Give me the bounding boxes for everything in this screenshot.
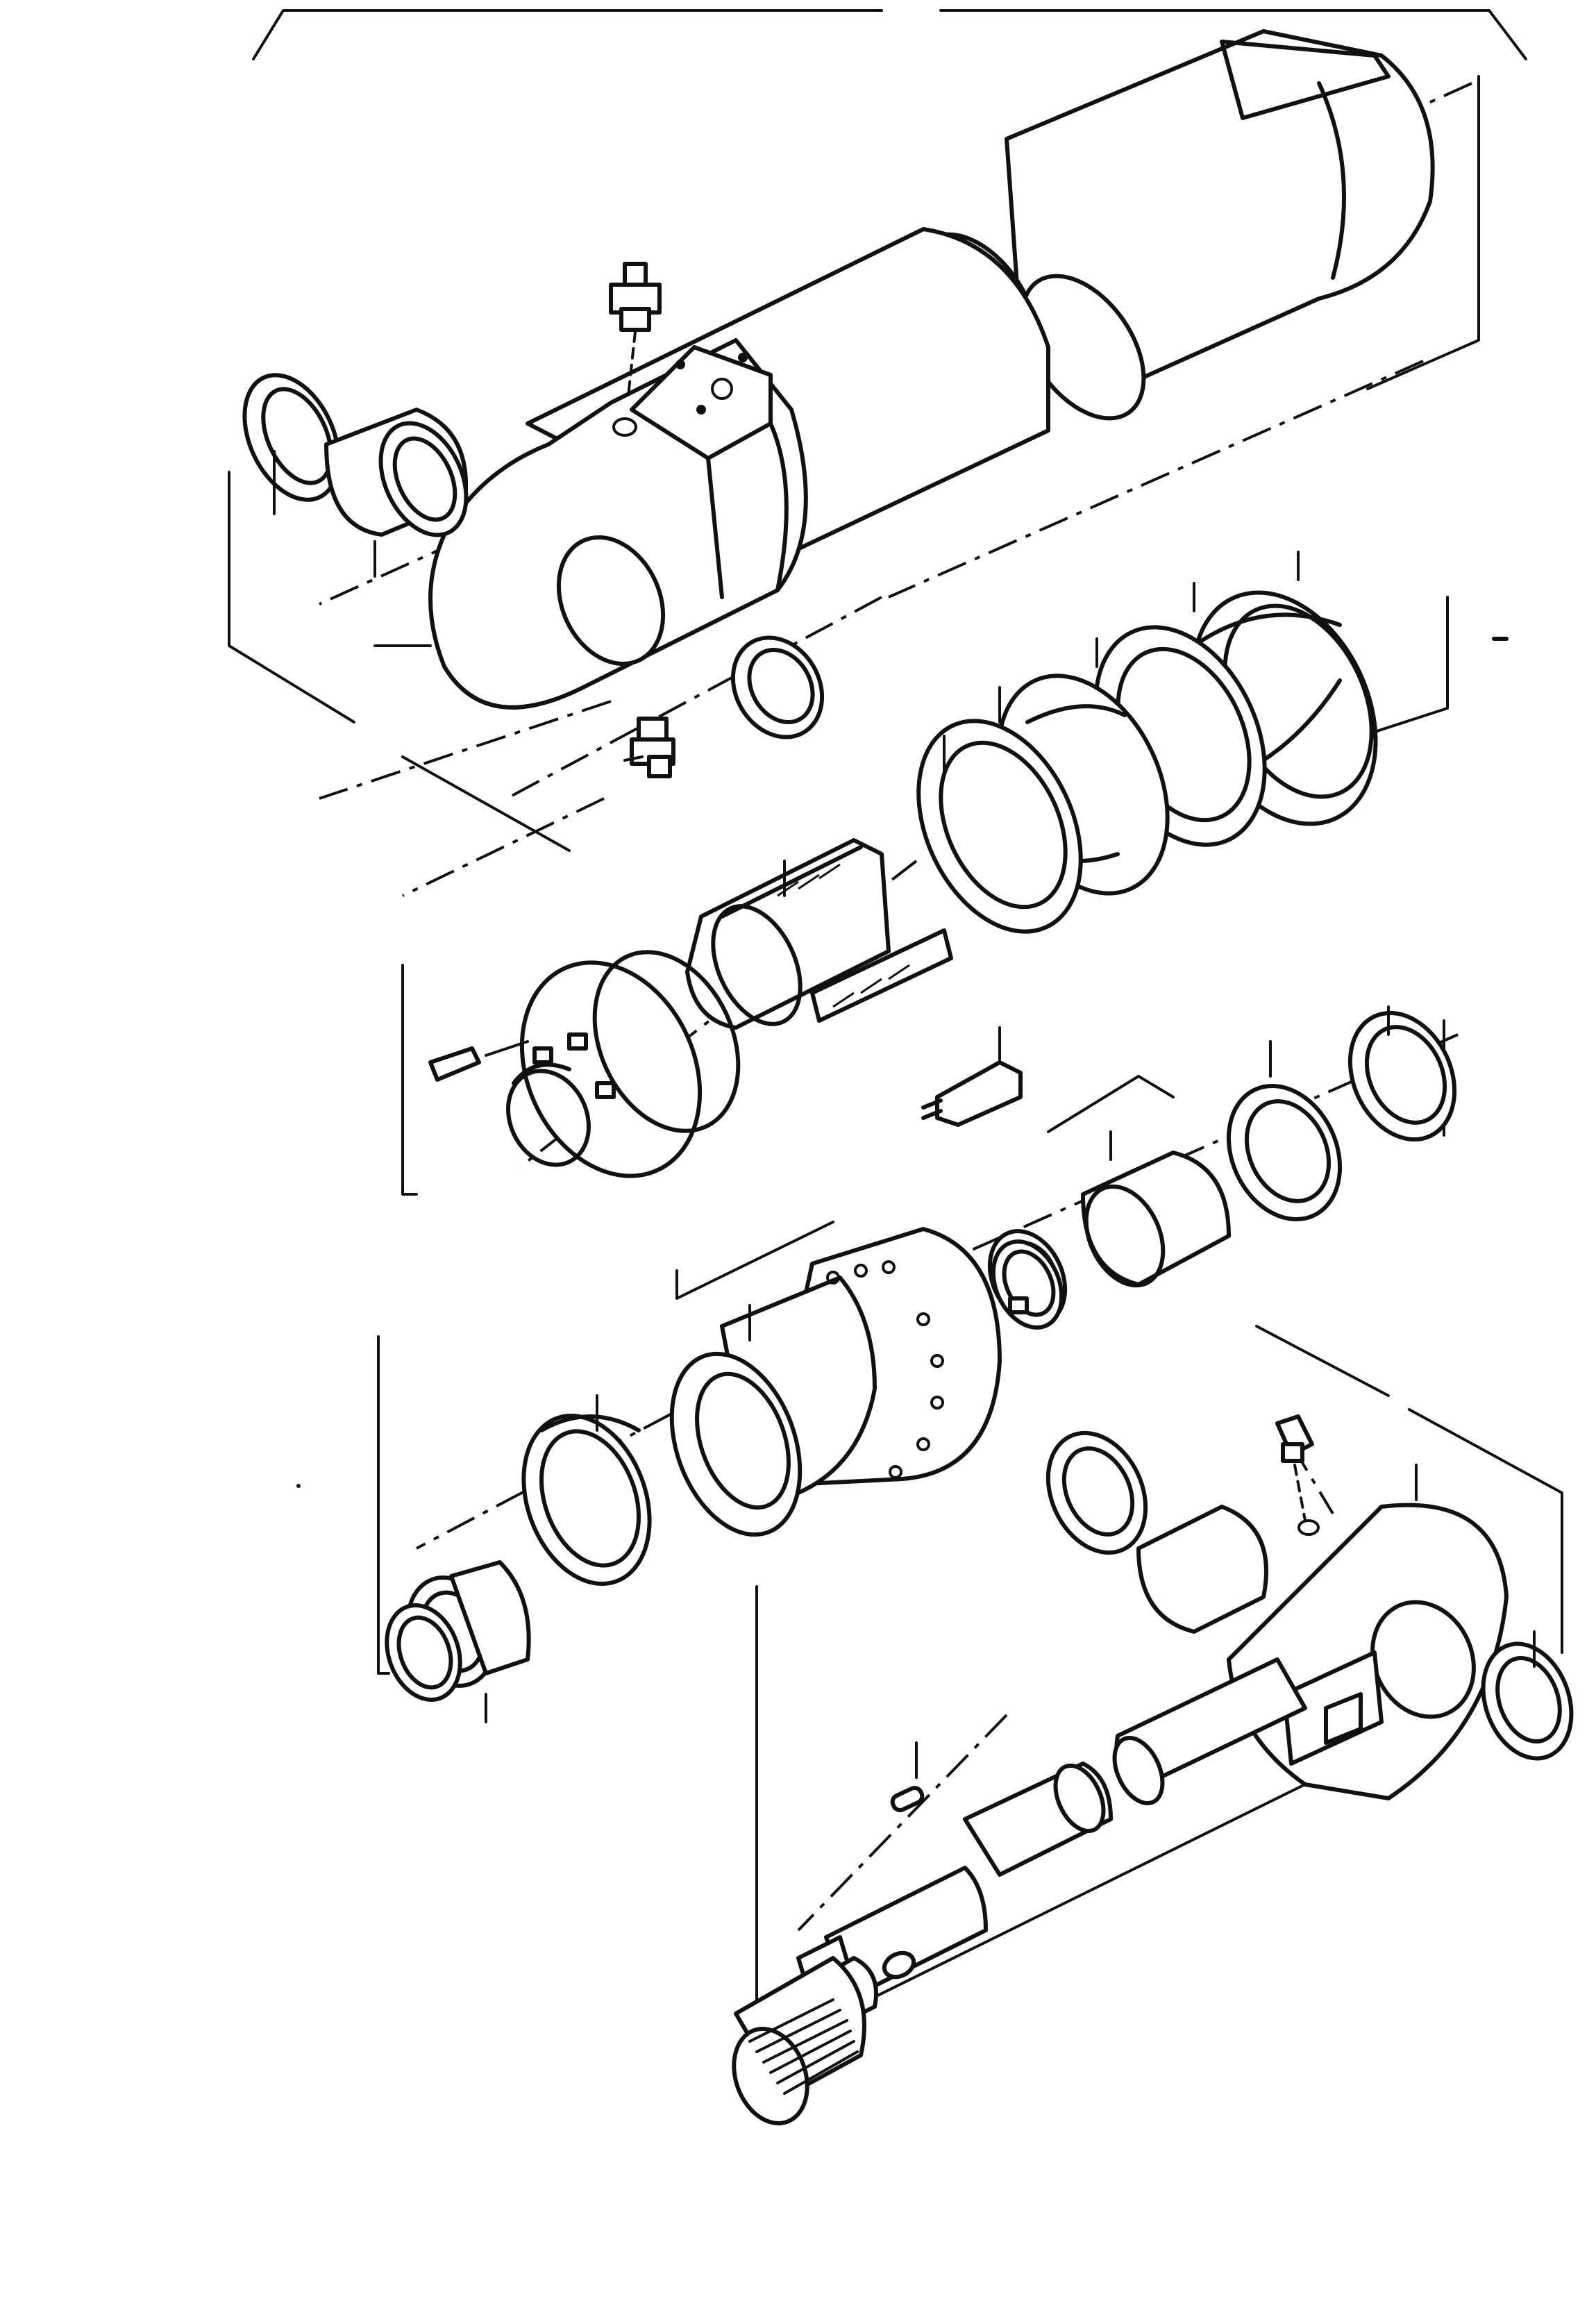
piston-bolt — [921, 1026, 1023, 1127]
cylinder-tube — [428, 29, 1435, 710]
grease-nipple-icon — [609, 262, 662, 437]
piston-rod — [732, 1657, 1307, 2125]
grease-nipple-icon — [623, 717, 675, 778]
eye-bushing-set — [242, 373, 825, 739]
gland-nut — [428, 950, 741, 1178]
piston-wear-rings — [385, 1394, 652, 1723]
stray-marks — [296, 637, 1509, 1488]
rod-eye — [1045, 1414, 1574, 1800]
piston-seal-stack — [916, 551, 1378, 934]
piston-sleeve — [685, 838, 953, 1030]
piston-body — [669, 1227, 1002, 1537]
bracket-lines — [228, 9, 1563, 2057]
piston-holes — [826, 1260, 944, 1479]
snap-ring — [991, 1239, 1064, 1330]
rod-thread — [748, 1998, 859, 2095]
